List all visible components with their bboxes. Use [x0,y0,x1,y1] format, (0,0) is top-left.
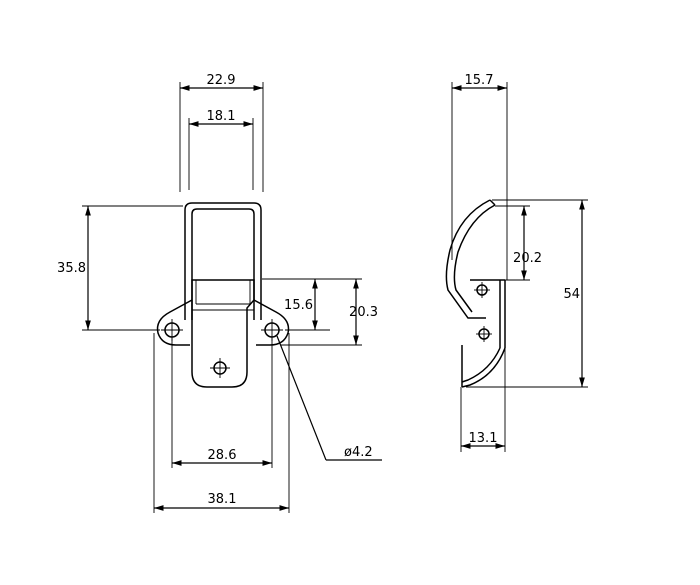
dim-base-width-label: 38.1 [208,492,237,507]
dim-right-height-label: 20.3 [349,305,378,320]
side-rivet-upper [474,282,490,298]
dim-side-top-width: 15.7 [451,73,508,280]
dim-top-outer: 22.9 [180,73,263,91]
dim-hole-diameter-label: ø4.2 [344,445,373,460]
dim-hole-spacing: 28.6 [171,338,273,468]
mounting-hole-right [261,319,283,341]
dim-right-height: 20.3 [280,279,378,346]
dim-top-outer-label: 22.9 [207,73,236,88]
side-view: 15.7 20.2 54 13.1 [445,73,588,452]
dim-side-total-height-label: 54 [563,287,580,302]
side-rivet-lower [476,326,492,342]
dim-side-top-width-label: 15.7 [465,73,494,88]
side-latch-profile [445,199,506,388]
dim-side-hook-height: 20.2 [495,205,542,281]
mounting-hole-left [161,319,183,341]
front-latch-body [156,202,290,388]
rivet-hole-center [210,358,230,378]
dim-top-inner: 18.1 [189,109,253,127]
dim-side-hook-height-label: 20.2 [513,251,542,266]
front-view: 22.9 18.1 35.8 15.6 20.3 [57,73,382,513]
dim-hole-diameter: ø4.2 [276,335,382,461]
dim-left-height-label: 35.8 [57,261,86,276]
dim-hole-spacing-label: 28.6 [208,448,237,463]
dim-top-inner-label: 18.1 [207,109,236,124]
dim-side-total-height: 54 [466,199,588,388]
dim-inner-height: 15.6 [262,278,362,331]
dim-side-base-width: 13.1 [460,348,506,452]
dim-base-width: 38.1 [153,333,290,513]
dim-left-height: 35.8 [57,205,183,331]
dim-inner-height-label: 15.6 [284,298,313,313]
dim-side-base-width-label: 13.1 [469,431,498,446]
